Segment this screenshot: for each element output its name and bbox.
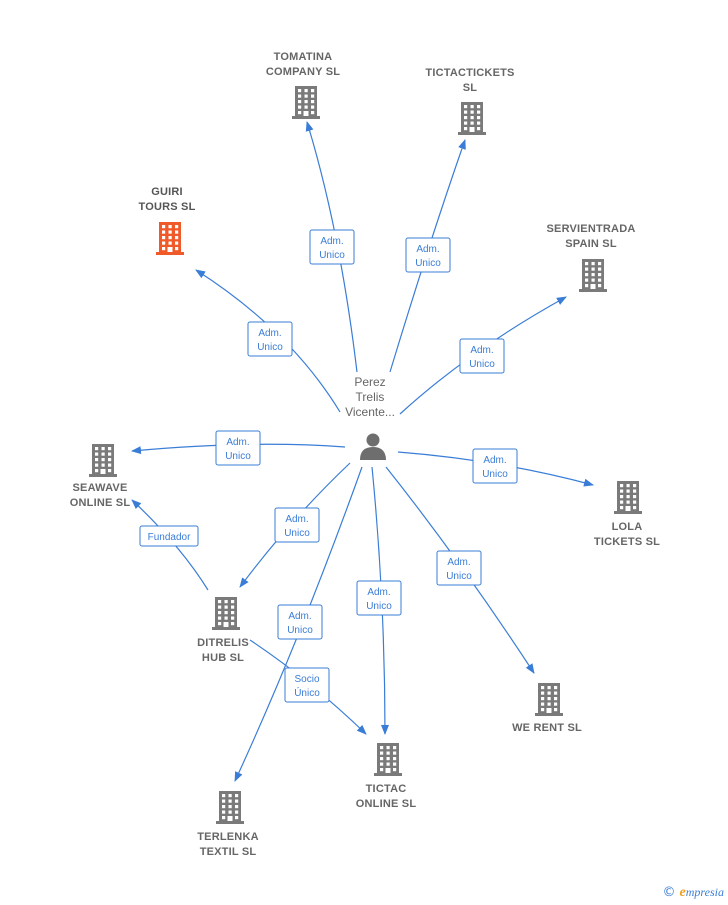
edge-label[interactable]: Adm. Unico xyxy=(356,580,402,616)
company-label: TICTACTICKETS xyxy=(425,67,514,79)
company-label: WE RENT SL xyxy=(512,722,582,734)
edge-label[interactable]: Fundador xyxy=(139,525,199,547)
edge-label-text: Unico xyxy=(446,571,472,582)
person-label: Trelis xyxy=(356,390,385,404)
company-label: DITRELIS xyxy=(197,637,249,649)
company-label: TICKETS SL xyxy=(594,536,660,548)
building-icon xyxy=(212,597,240,630)
company-label: LOLA xyxy=(612,521,643,533)
building-icon xyxy=(614,481,642,514)
company-label: ONLINE SL xyxy=(70,497,131,509)
edge-label-text: Único xyxy=(294,686,320,699)
edge-label-box xyxy=(284,667,330,703)
edge-label-text: Unico xyxy=(257,342,283,353)
company-label: TOURS SL xyxy=(138,201,195,213)
edge-label[interactable]: Adm. Unico xyxy=(459,338,505,374)
edge-label-box xyxy=(139,525,199,547)
person-label: Vicente... xyxy=(345,405,395,419)
edge-label-box xyxy=(356,580,402,616)
copyright-symbol: © xyxy=(662,885,676,900)
building-icon xyxy=(292,86,320,119)
edge-label-text: Adm. xyxy=(285,514,308,525)
company-node-tomatina[interactable]: TOMATINA COMPANY SL xyxy=(266,51,340,119)
edge-label-text: Unico xyxy=(482,469,508,480)
company-label: HUB SL xyxy=(202,652,244,664)
edge-label-text: Adm. xyxy=(288,611,311,622)
edge-label[interactable]: Adm. Unico xyxy=(309,229,355,265)
edge-label[interactable]: Adm. Unico xyxy=(436,550,482,586)
building-icon xyxy=(458,102,486,135)
edge-label-text: Unico xyxy=(366,601,392,612)
company-node-tictac[interactable]: TICTAC ONLINE SL xyxy=(356,743,417,810)
building-icon xyxy=(579,259,607,292)
edge-label-box xyxy=(274,507,320,543)
company-label: SERVIENTRADA xyxy=(547,223,636,235)
edge-label[interactable]: Adm. Unico xyxy=(215,430,261,466)
company-node-ditrelis[interactable]: DITRELIS HUB SL xyxy=(197,597,249,664)
person-label: Perez xyxy=(354,375,385,389)
company-label: SL xyxy=(463,82,478,94)
edge-label[interactable]: Adm. Unico xyxy=(472,448,518,484)
building-icon xyxy=(216,791,244,824)
edge-label[interactable]: Adm. Unico xyxy=(277,604,323,640)
building-icon xyxy=(374,743,402,776)
company-node-seawave[interactable]: SEAWAVE ONLINE SL xyxy=(70,444,131,509)
person-icon xyxy=(360,433,386,460)
company-node-terlenka[interactable]: TERLENKA TEXTIL SL xyxy=(197,791,259,858)
edge-label-text: Unico xyxy=(287,625,313,636)
company-label: COMPANY SL xyxy=(266,66,340,78)
edge-label-box xyxy=(247,321,293,357)
edge-label-text: Adm. xyxy=(416,244,439,255)
brand-initial: e xyxy=(679,885,686,900)
company-label: TOMATINA xyxy=(274,51,333,63)
nodes-layer: TOMATINA COMPANY SL TICTACTICKETS SL GUIRI TO… xyxy=(70,51,660,858)
edge-label-text: Unico xyxy=(469,359,495,370)
company-label: TERLENKA xyxy=(197,831,259,843)
edge-label-text: Unico xyxy=(415,258,441,269)
company-node-werent[interactable]: WE RENT SL xyxy=(512,683,582,734)
person-node-center[interactable]: PerezTrelisVicente... xyxy=(345,375,395,460)
edge-label[interactable]: Adm. Unico xyxy=(274,507,320,543)
edge-label-box xyxy=(405,237,451,273)
company-node-servientrada[interactable]: SERVIENTRADA SPAIN SL xyxy=(547,223,636,292)
edge-label-box xyxy=(215,430,261,466)
edge-label-box xyxy=(436,550,482,586)
company-label: SEAWAVE xyxy=(73,482,128,494)
building-icon xyxy=(156,222,184,255)
edge-label[interactable]: Adm. Unico xyxy=(247,321,293,357)
edge-label-text: Adm. xyxy=(367,587,390,598)
edge-label-text: Adm. xyxy=(258,328,281,339)
company-label: GUIRI xyxy=(151,186,183,198)
edge-label-text: Adm. xyxy=(470,345,493,356)
edge-label[interactable]: Adm. Unico xyxy=(405,237,451,273)
company-label: TICTAC xyxy=(366,783,407,795)
edge-label-text: Fundador xyxy=(148,532,191,543)
edge-label-text: Adm. xyxy=(447,557,470,568)
edge-label-text: Adm. xyxy=(226,437,249,448)
building-icon xyxy=(89,444,117,477)
edge-label-box xyxy=(472,448,518,484)
company-node-lola[interactable]: LOLA TICKETS SL xyxy=(594,481,660,548)
edge-label-text: Adm. xyxy=(483,455,506,466)
company-label: SPAIN SL xyxy=(565,238,617,250)
company-node-tictactickets[interactable]: TICTACTICKETS SL xyxy=(425,67,514,135)
edge-label-text: Unico xyxy=(319,250,345,261)
company-label: ONLINE SL xyxy=(356,798,417,810)
edge-label-text: Socio xyxy=(294,674,319,685)
brand-name: mpresia xyxy=(685,885,724,899)
company-label: TEXTIL SL xyxy=(200,846,257,858)
footer-brand[interactable]: ©empresia xyxy=(663,885,724,901)
edge-label-box xyxy=(309,229,355,265)
company-node-guiri[interactable]: GUIRI TOURS SL xyxy=(138,186,195,255)
edge-label-text: Adm. xyxy=(320,236,343,247)
edge-label-text: Unico xyxy=(225,451,251,462)
edge-label-box xyxy=(459,338,505,374)
building-icon xyxy=(535,683,563,716)
edge-label-box xyxy=(277,604,323,640)
edge-label-text: Unico xyxy=(284,528,310,539)
